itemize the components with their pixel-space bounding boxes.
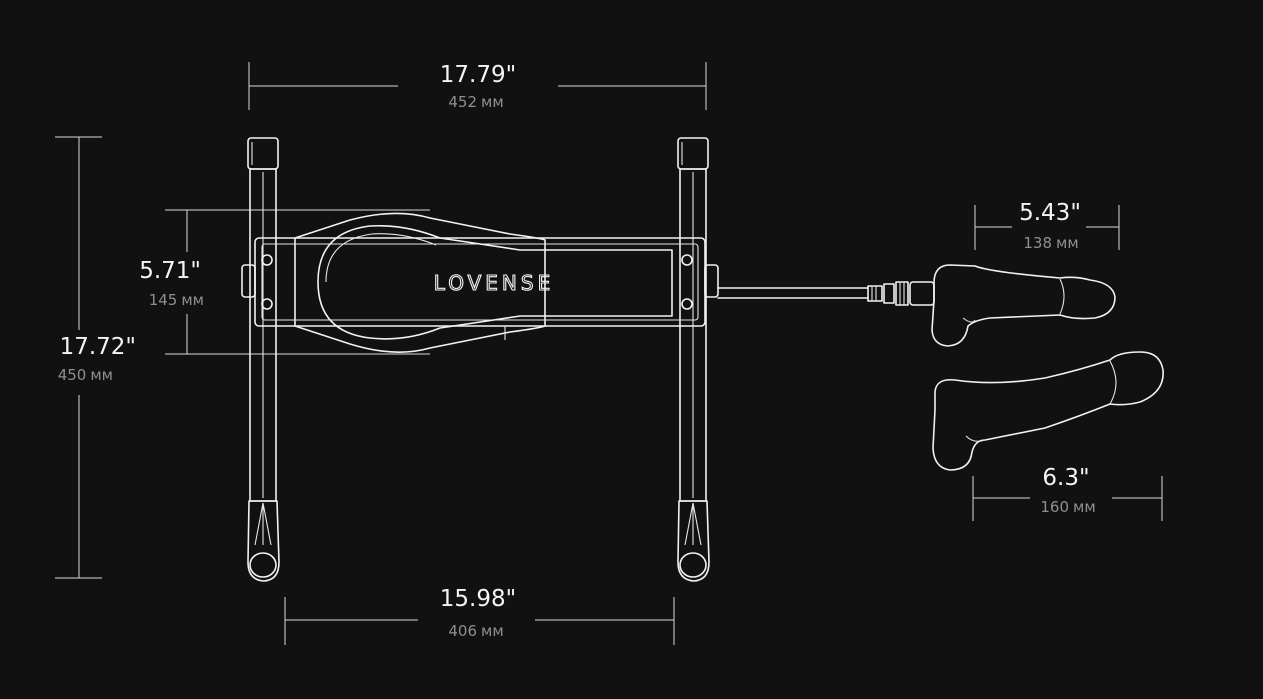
logo-text: LOVENSE <box>434 271 554 295</box>
toy-detached <box>932 351 1164 471</box>
head-height-dimension-lines <box>165 209 430 355</box>
total-height-mm-value: 450 <box>57 366 87 384</box>
lovense-logo: LOVENSE <box>433 270 554 295</box>
machine-body <box>241 212 719 353</box>
toy-length-mm-unit: мм <box>1073 498 1096 516</box>
toy-length-mm-value: 160 <box>1040 498 1069 516</box>
bottom-width-dimension-lines <box>284 597 675 645</box>
toy-length-inches: 6.3" <box>1042 465 1090 491</box>
total-height-dimension-lines <box>55 136 102 579</box>
toy-length-dimension-lines <box>972 476 1163 521</box>
top-width-mm-value: 452 <box>448 93 477 111</box>
total-height-inches: 17.72" <box>59 334 136 360</box>
bottom-width-mm-unit: мм <box>481 622 504 640</box>
thrust-rod <box>717 281 935 306</box>
toy-width-dimension-lines <box>974 205 1120 250</box>
total-height-mm-unit: мм <box>90 366 113 384</box>
head-height-mm-unit: мм <box>181 291 204 309</box>
toy-width-mm-value: 138 <box>1023 234 1052 252</box>
head-height-mm-value: 145 <box>148 291 178 309</box>
top-width-mm-unit: мм <box>481 93 504 111</box>
toy-width-mm-unit: мм <box>1056 234 1079 252</box>
bottom-width-mm-value: 406 <box>448 622 477 640</box>
top-width-dimension-lines <box>248 62 707 110</box>
toy-width-inches: 5.43" <box>1019 200 1081 226</box>
top-width-inches: 17.79" <box>439 62 517 88</box>
left-leg <box>247 137 280 582</box>
head-height-inches: 5.71" <box>139 258 201 284</box>
bottom-width-inches: 15.98" <box>439 586 517 612</box>
toy-attached <box>931 264 1116 347</box>
right-leg <box>677 137 710 582</box>
